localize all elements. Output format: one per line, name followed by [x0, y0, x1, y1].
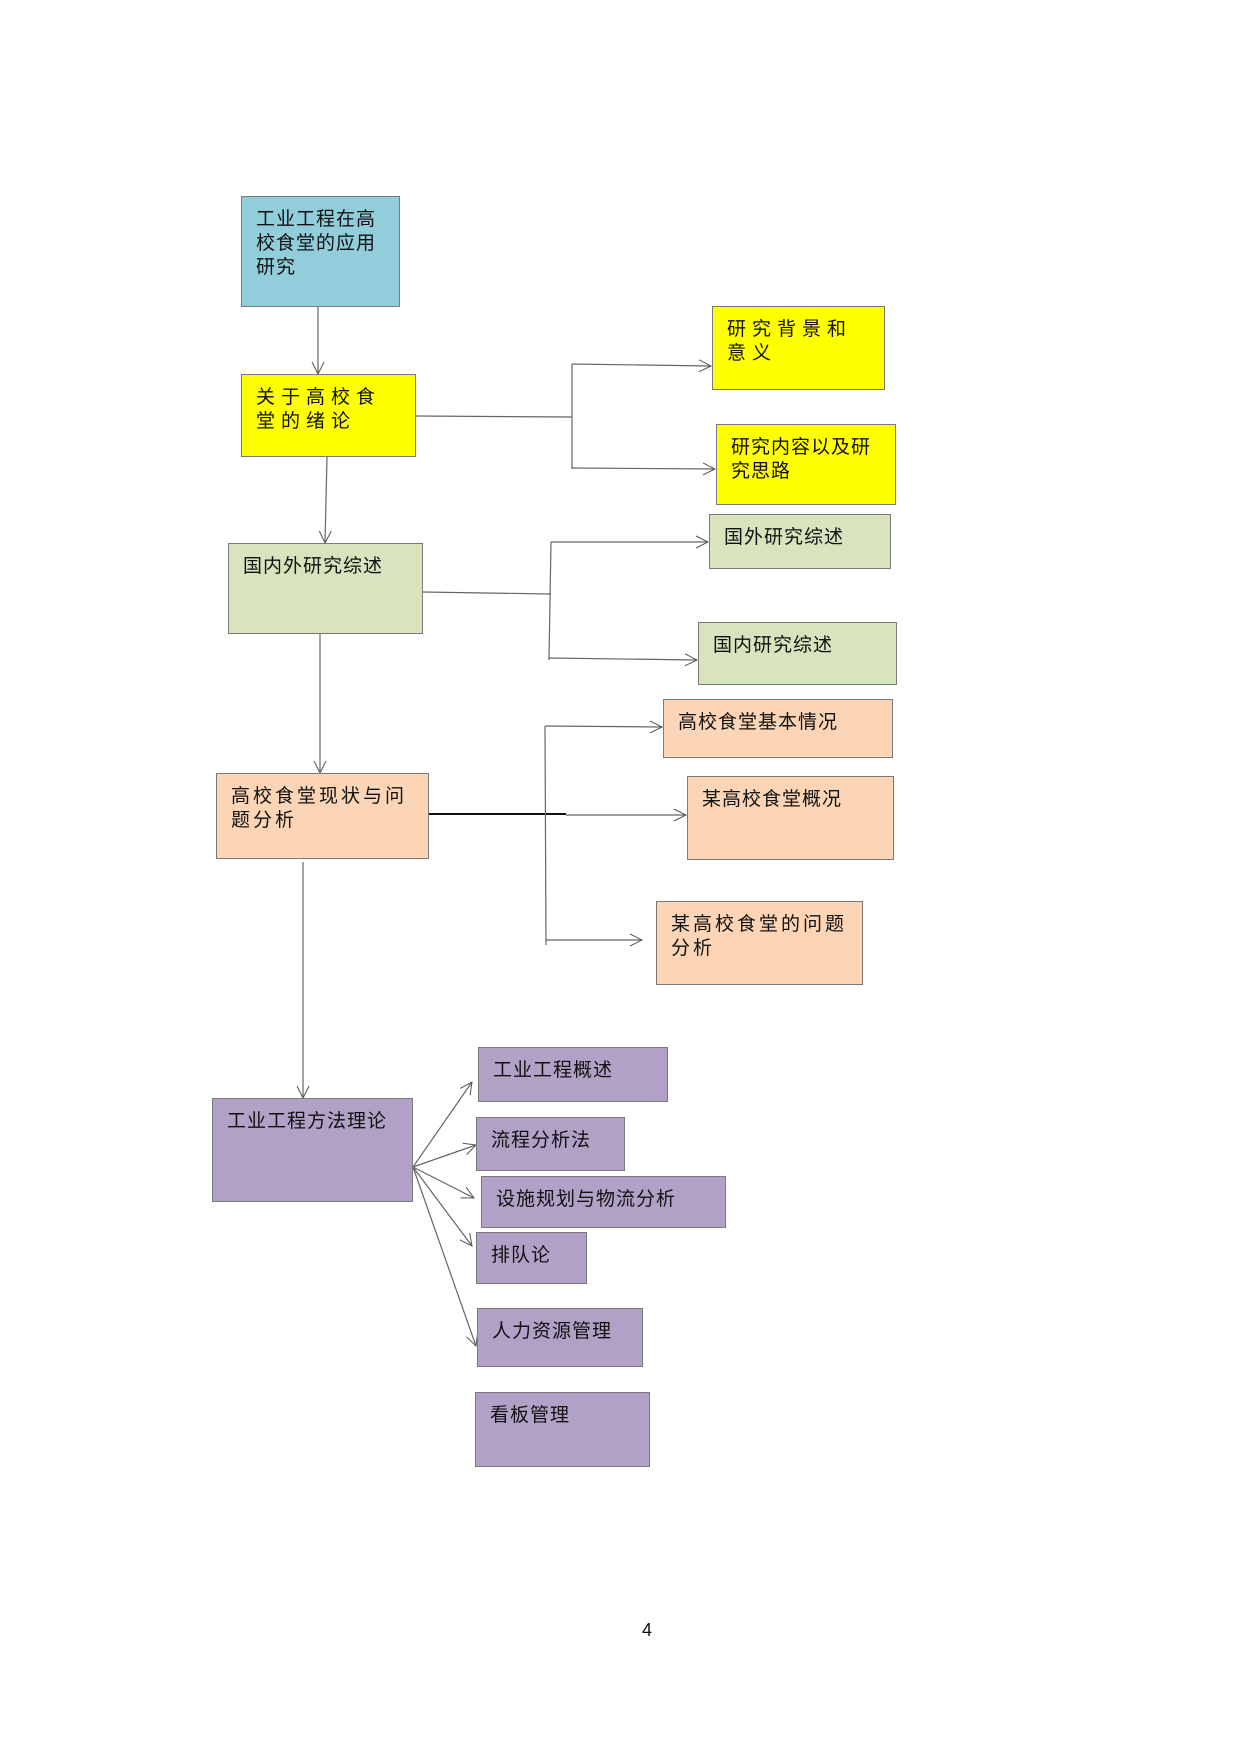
node-process-analysis: 流程分析法 — [476, 1117, 625, 1171]
node-problem-analysis: 某高校食堂的问题分析 — [656, 901, 863, 985]
page-number: 4 — [642, 1620, 653, 1640]
node-label: 工业工程概述 — [493, 1059, 614, 1081]
node-ie-overview: 工业工程概述 — [478, 1047, 668, 1102]
node-label: 设施规划与物流分析 — [496, 1188, 677, 1210]
node-label: 国内研究综述 — [713, 634, 834, 656]
node-canteen-status: 高校食堂现状与问题分析 — [216, 773, 429, 859]
node-label: 研究内容以及研究思路 — [731, 436, 872, 482]
node-queuing-theory: 排队论 — [476, 1232, 587, 1284]
node-label: 排队论 — [491, 1244, 552, 1266]
node-label: 国外研究综述 — [724, 526, 845, 548]
node-foreign-review: 国外研究综述 — [709, 514, 891, 569]
node-root: 工业工程在高校食堂的应用研究 — [241, 196, 400, 307]
node-research-background: 研究背景和意义 — [712, 306, 885, 390]
node-label: 关于高校食堂的绪论 — [256, 386, 382, 432]
node-label: 流程分析法 — [491, 1129, 592, 1151]
node-kanban-management: 看板管理 — [475, 1392, 650, 1467]
node-label: 某高校食堂概况 — [702, 788, 843, 810]
node-research-content: 研究内容以及研究思路 — [716, 424, 896, 505]
node-label: 工业工程在高校食堂的应用研究 — [256, 208, 377, 278]
node-basic-situation: 高校食堂基本情况 — [663, 699, 893, 758]
node-label: 高校食堂现状与问题分析 — [231, 785, 408, 831]
node-label: 高校食堂基本情况 — [678, 711, 839, 733]
node-label: 国内外研究综述 — [243, 555, 384, 577]
node-domestic-review: 国内研究综述 — [698, 622, 897, 685]
node-label: 人力资源管理 — [492, 1320, 613, 1342]
node-hr-management: 人力资源管理 — [477, 1308, 643, 1367]
node-ie-theory: 工业工程方法理论 — [212, 1098, 413, 1202]
node-literature-review: 国内外研究综述 — [228, 543, 423, 634]
node-canteen-overview: 某高校食堂概况 — [687, 776, 894, 860]
node-intro: 关于高校食堂的绪论 — [241, 374, 416, 457]
node-facility-planning: 设施规划与物流分析 — [481, 1176, 726, 1228]
node-label: 某高校食堂的问题分析 — [671, 913, 848, 959]
node-label: 工业工程方法理论 — [227, 1110, 388, 1132]
node-label: 看板管理 — [490, 1404, 571, 1426]
node-label: 研究背景和意义 — [727, 318, 853, 364]
